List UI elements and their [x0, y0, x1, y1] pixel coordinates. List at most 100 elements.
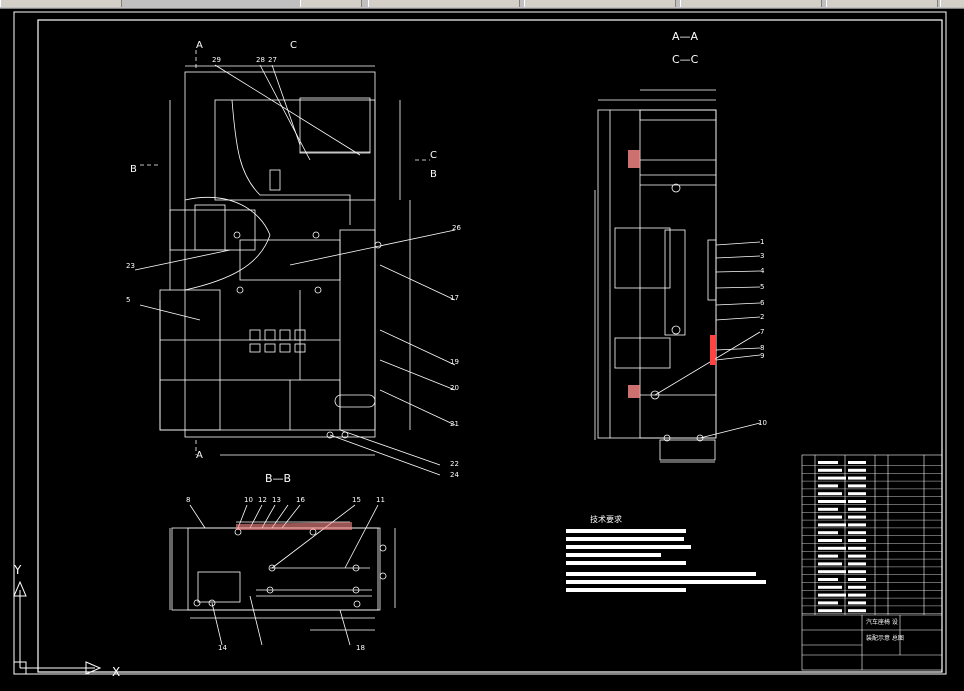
parts-row-text — [848, 585, 866, 589]
parts-row-text — [818, 492, 842, 496]
parts-row-text — [818, 601, 838, 605]
parts-row-text — [848, 484, 866, 488]
parts-row-text — [818, 500, 846, 503]
parts-row-text — [848, 593, 866, 597]
toolbar-segment[interactable] — [300, 0, 362, 7]
parts-row-text — [848, 570, 866, 574]
parts-row-text — [848, 523, 866, 527]
marker-a-top: A — [196, 40, 203, 51]
toolbar-segment[interactable] — [826, 0, 938, 7]
outer-frame — [13, 11, 947, 675]
parts-row-text — [818, 484, 838, 488]
parts-list — [801, 454, 943, 671]
main-callout: 5 — [126, 296, 130, 304]
side-callout: 3 — [760, 252, 764, 260]
parts-row-text — [818, 585, 842, 589]
parts-row-text — [848, 500, 866, 503]
parts-row-text — [818, 468, 842, 472]
parts-row-text — [818, 461, 838, 464]
parts-row-text — [848, 546, 866, 550]
side-hatch-bottom — [628, 385, 640, 398]
side-callout: 10 — [758, 419, 767, 427]
parts-row-text — [848, 515, 866, 519]
main-callout: 17 — [450, 294, 459, 302]
section-label-a-a: A—A — [672, 30, 699, 43]
main-callout: 24 — [450, 471, 459, 479]
parts-row-text — [818, 476, 846, 480]
inner-frame — [37, 19, 943, 673]
parts-row-text — [848, 492, 866, 496]
marker-b-right: B — [430, 169, 437, 180]
main-callout: 26 — [452, 224, 461, 232]
parts-row-text — [818, 570, 846, 574]
bottom-hatch — [236, 522, 352, 530]
parts-row-text — [818, 554, 838, 558]
bottom-callout: 11 — [376, 496, 385, 504]
parts-row-text — [818, 562, 842, 566]
main-callout: 23 — [126, 262, 135, 270]
parts-row-text — [848, 539, 866, 542]
main-callout: 22 — [450, 460, 459, 468]
side-callout: 8 — [760, 344, 764, 352]
marker-c-right: C — [430, 150, 437, 161]
parts-row-text — [818, 609, 842, 613]
bottom-callout: 10 — [244, 496, 253, 504]
parts-row-text — [818, 593, 846, 597]
bottom-callout: 14 — [218, 644, 227, 652]
ucs-x-label: X — [112, 665, 120, 679]
main-callout: 28 — [256, 56, 265, 64]
bottom-callout: 18 — [356, 644, 365, 652]
ucs-icon — [13, 580, 102, 675]
toolbar-segment[interactable] — [524, 0, 676, 7]
marker-c-top: C — [290, 40, 297, 51]
main-view — [134, 50, 456, 476]
parts-row-text — [848, 609, 866, 613]
toolbar-segment[interactable] — [680, 0, 822, 7]
parts-row-text — [848, 578, 866, 581]
main-callout: 29 — [212, 56, 221, 64]
tech-requirements-text — [566, 529, 766, 592]
parts-row-text — [848, 562, 866, 566]
section-markers: A A B B C C — [130, 40, 437, 461]
parts-list-rows — [802, 461, 942, 614]
parts-row-text — [818, 515, 842, 519]
marker-b-left: B — [130, 164, 137, 175]
parts-row-text — [848, 468, 866, 472]
main-callout: 20 — [450, 384, 459, 392]
title-block-name-1: 汽车座椅 设 — [866, 618, 898, 626]
parts-row-text — [848, 476, 866, 480]
side-callout: 2 — [760, 313, 764, 321]
bottom-callout: 15 — [352, 496, 361, 504]
side-callout: 5 — [760, 283, 764, 291]
parts-row-text — [818, 546, 846, 550]
parts-row-text — [848, 461, 866, 464]
bottom-callout: 13 — [272, 496, 281, 504]
toolbar-segment[interactable] — [0, 0, 122, 7]
side-callout: 7 — [760, 328, 764, 336]
side-view — [594, 89, 761, 463]
bottom-callouts: 8 10 12 13 16 15 11 14 18 — [186, 496, 385, 652]
side-callout: 1 — [760, 238, 764, 246]
parts-row-text — [818, 507, 838, 511]
marker-a-bottom: A — [196, 450, 203, 461]
parts-row-text — [818, 531, 838, 535]
section-label-b-b: B—B — [265, 472, 291, 485]
toolbar-segment[interactable] — [368, 0, 520, 7]
bottom-callout: 12 — [258, 496, 267, 504]
parts-row-text — [848, 531, 866, 535]
parts-row-text — [848, 554, 866, 558]
ucs-y-label: Y — [13, 563, 22, 577]
bottom-callout: 8 — [186, 496, 190, 504]
bottom-callout: 16 — [296, 496, 305, 504]
main-callout: 21 — [450, 420, 459, 428]
main-callout: 19 — [450, 358, 459, 366]
parts-row-text — [818, 523, 846, 527]
toolbar-segment[interactable] — [940, 0, 964, 7]
parts-row-text — [848, 507, 866, 511]
toolbar-strip — [0, 0, 964, 9]
tech-requirements-title: 技术要求 — [590, 514, 622, 524]
parts-row-text — [848, 601, 866, 605]
